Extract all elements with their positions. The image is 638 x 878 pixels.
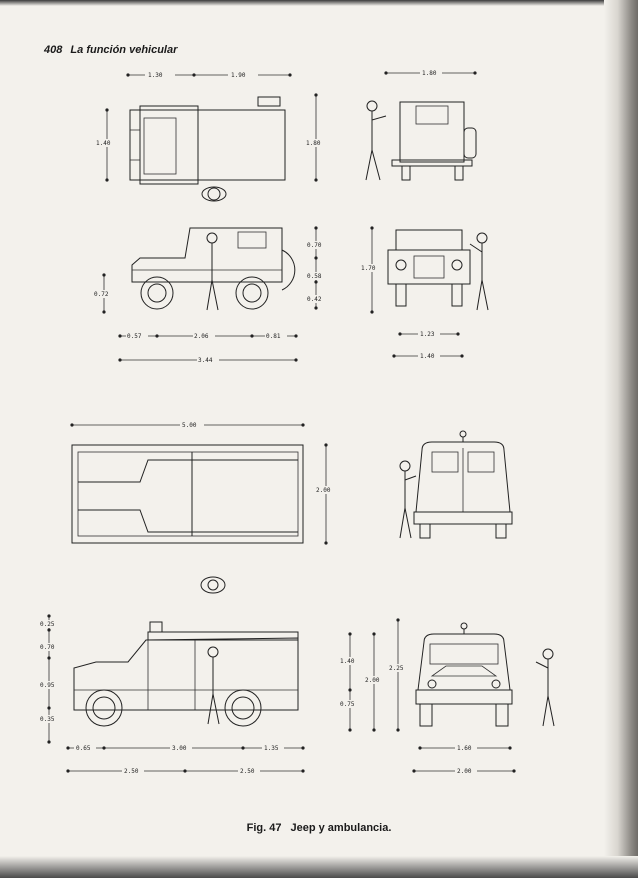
dim-ambulance-top-width: 2.00	[316, 487, 331, 494]
dim-ambulance-wheelbase: 3.00	[172, 745, 187, 752]
page-number: 408	[44, 44, 63, 56]
dim-jeep-rear-width: 1.80	[422, 70, 437, 77]
dim-ambulance-front-upper: 1.40	[340, 658, 355, 665]
dim-ambulance-front-lower: 0.75	[340, 701, 355, 708]
dim-ambulance-upper-body: 0.70	[40, 644, 55, 651]
ambulance-top-width-dim: 2.00	[314, 443, 336, 545]
dim-jeep-top-front: 1.30	[148, 72, 163, 79]
ambulance-side-horizontal-dims: 0.65 3.00 1.35 2.50 2.50	[66, 744, 305, 775]
ambulance-top-view	[71, 444, 304, 594]
dim-ambulance-front-overall: 2.25	[389, 665, 404, 672]
figure-label: Fig. 47	[246, 822, 282, 834]
jeep-rear-view	[365, 100, 477, 181]
jeep-front-height-dim: 1.70	[360, 226, 382, 314]
ambulance-front-vertical-dims: 1.40 0.75 2.00 2.25	[338, 618, 409, 732]
figure-title: Jeep y ambulancia.	[290, 822, 392, 834]
jeep-side-height-upper-dim: 1.80	[305, 93, 327, 182]
ambulance-side-vertical-dims: 0.25 0.70 0.95 0.35	[38, 614, 60, 744]
dim-jeep-side-mid: 0.58	[307, 273, 322, 280]
dim-jeep-side-left-height: 0.72	[94, 291, 109, 298]
book-binding-shadow	[604, 0, 638, 878]
dim-ambulance-half-front: 2.50	[124, 768, 139, 775]
dim-ambulance-front-width: 2.00	[457, 768, 472, 775]
dim-jeep-front-overhang: 0.57	[127, 333, 142, 340]
page-header: 408 La función vehicular	[44, 44, 177, 56]
jeep-top-width-dim: 1.40	[95, 108, 117, 182]
dim-ambulance-front-track: 1.60	[457, 745, 472, 752]
dim-jeep-side-lower: 0.42	[307, 296, 322, 303]
page-bottom-edge	[0, 856, 638, 878]
jeep-top-length-dim: 1.30 1.90	[126, 71, 292, 79]
dim-jeep-front-track: 1.23	[420, 331, 435, 338]
ambulance-top-length-dim: 5.00	[70, 421, 305, 429]
jeep-rear-width-dim: 1.80	[384, 69, 477, 77]
jeep-front-view	[387, 229, 489, 311]
ambulance-rear-view	[399, 430, 513, 539]
ambulance-side-view	[73, 621, 299, 727]
dim-ambulance-light: 0.25	[40, 621, 55, 628]
dim-ambulance-front-total: 2.00	[365, 677, 380, 684]
dim-ambulance-bottom: 0.35	[40, 716, 55, 723]
dim-jeep-top-rear: 1.90	[231, 72, 246, 79]
dim-jeep-front-height: 1.70	[361, 265, 376, 272]
dim-ambulance-body: 0.95	[40, 682, 55, 689]
jeep-side-view	[131, 227, 296, 311]
page-top-edge	[0, 0, 638, 6]
dim-ambulance-rear-overhang: 1.35	[264, 745, 279, 752]
chapter-title: La función vehicular	[70, 44, 178, 56]
jeep-side-horizontal-dims: 0.57 2.06 0.81 3.44	[118, 332, 298, 364]
dim-jeep-top-width: 1.40	[96, 140, 111, 147]
dim-jeep-rear-height: 1.80	[306, 140, 321, 147]
dim-jeep-wheelbase: 2.06	[194, 333, 209, 340]
ambulance-front-width-dims: 1.60 2.00	[412, 744, 516, 775]
jeep-side-vertical-dims: 0.70 0.58 0.42 0.72	[93, 226, 328, 314]
jeep-top-view	[129, 96, 286, 202]
dim-ambulance-length: 5.00	[182, 422, 197, 429]
figure-caption: Fig. 47 Jeep y ambulancia.	[0, 822, 638, 834]
dim-ambulance-front-overhang: 0.65	[76, 745, 91, 752]
ambulance-front-view	[415, 622, 555, 727]
jeep-front-width-dims: 1.23 1.40	[392, 330, 464, 360]
dim-jeep-rear-overhang: 0.81	[266, 333, 281, 340]
dim-ambulance-half-rear: 2.50	[240, 768, 255, 775]
dim-jeep-front-width: 1.40	[420, 353, 435, 360]
dim-jeep-side-upper: 0.70	[307, 242, 322, 249]
dim-jeep-overall-length: 3.44	[198, 357, 213, 364]
